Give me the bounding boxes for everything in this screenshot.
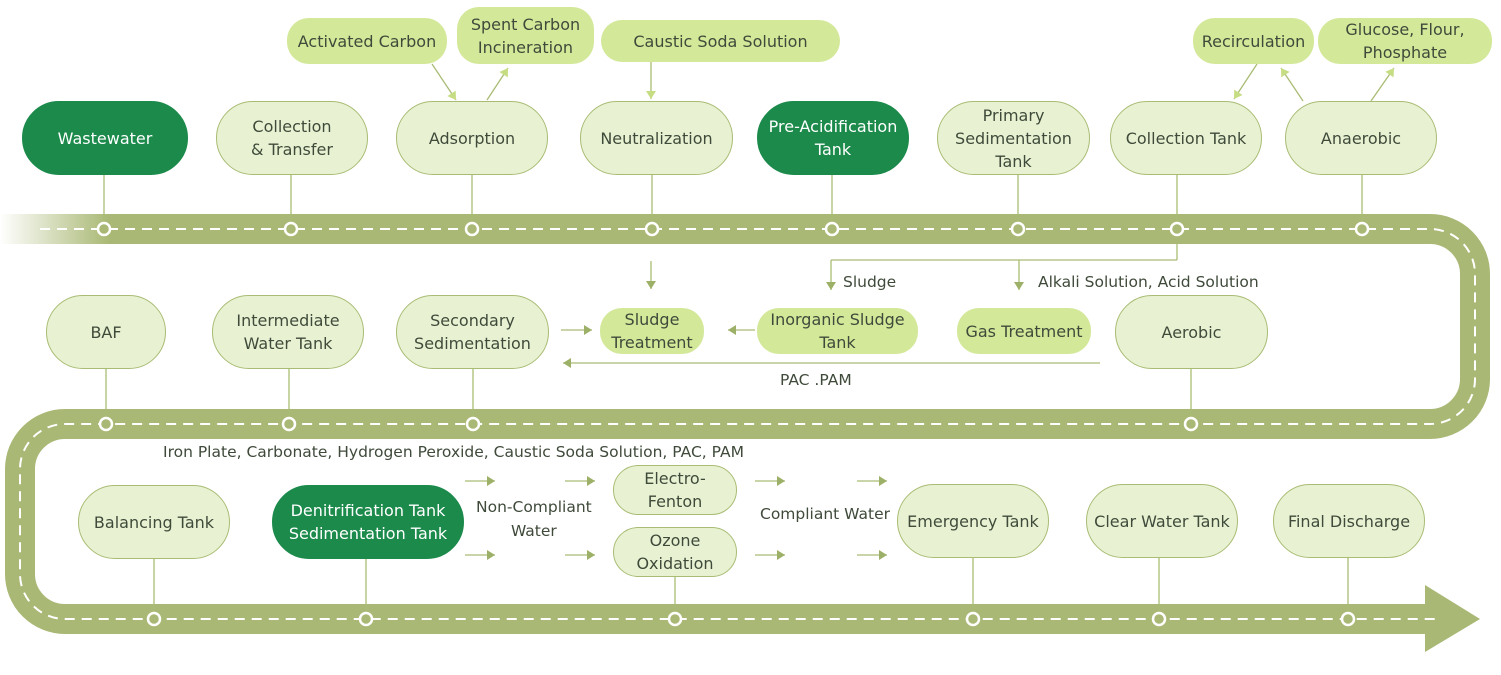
label-chemicals: Iron Plate, Carbonate, Hydrogen Peroxide… (163, 443, 744, 461)
timeline-marker (644, 221, 660, 237)
timeline-marker (146, 611, 162, 627)
arrow-caustic-soda-arrowhead (646, 91, 656, 99)
arrow-inorganic-to-sludge-arrowhead (728, 325, 736, 335)
node-anaerobic[interactable]: Anaerobic (1285, 101, 1437, 175)
sub-inorganic-sludge-tank[interactable]: Inorganic Sludge Tank (757, 308, 918, 354)
timeline-marker (667, 611, 683, 627)
arrow-nc-3-arrowhead (487, 550, 495, 560)
input-recirculation[interactable]: Recirculation (1193, 18, 1314, 64)
arrow-nc-4-arrowhead (587, 550, 595, 560)
timeline-marker (465, 416, 481, 432)
timeline-marker (283, 221, 299, 237)
node-intermediate-water-tank[interactable]: Intermediate Water Tank (212, 295, 364, 369)
arrow-nc-1-arrowhead (487, 476, 495, 486)
timeline-marker (464, 221, 480, 237)
timeline-marker (358, 611, 374, 627)
node-electro-fenton[interactable]: Electro- Fenton (613, 465, 737, 515)
timeline-marker (1183, 416, 1199, 432)
sub-sludge-treatment[interactable]: Sludge Treatment (600, 308, 704, 354)
road-centerline (19, 228, 1476, 620)
node-final-discharge[interactable]: Final Discharge (1273, 484, 1425, 558)
label-pac-pam: PAC .PAM (780, 371, 852, 389)
arrow-recirculation-out-arrowhead (1281, 68, 1290, 78)
input-caustic-soda[interactable]: Caustic Soda Solution (601, 20, 840, 62)
node-ozone-oxidation[interactable]: Ozone Oxidation (613, 527, 737, 577)
node-primary-sedimentation[interactable]: Primary Sedimentation Tank (937, 101, 1090, 175)
label-sludge: Sludge (843, 273, 897, 291)
label-alkali-acid: Alkali Solution, Acid Solution (1038, 273, 1259, 291)
node-wastewater[interactable]: Wastewater (22, 101, 188, 175)
node-denitrification-sedimentation[interactable]: Denitrification Tank Sedimentation Tank (272, 485, 464, 559)
label-compliant-water: Compliant Water (760, 505, 891, 523)
road-arrow-head (1425, 585, 1480, 652)
timeline-marker (98, 416, 114, 432)
node-adsorption[interactable]: Adsorption (396, 101, 548, 175)
arrow-c-1-arrowhead (777, 476, 785, 486)
input-activated-carbon[interactable]: Activated Carbon (287, 18, 447, 64)
arrow-glucose-arrowhead (1385, 68, 1394, 78)
arrow-spent-carbon-arrowhead (499, 68, 508, 78)
node-aerobic[interactable]: Aerobic (1115, 295, 1268, 369)
label-non-compliant-water: Non-Compliant Water (476, 498, 592, 540)
arrow-c-4-arrowhead (879, 550, 887, 560)
node-collection-tank[interactable]: Collection Tank (1110, 101, 1262, 175)
arrow-nc-2-arrowhead (587, 476, 595, 486)
arrow-sludge-arrowhead (826, 282, 836, 290)
timeline-marker (1354, 221, 1370, 237)
arrow-c-2-arrowhead (879, 476, 887, 486)
arrow-sec-sed-to-sludge-arrowhead (584, 325, 592, 335)
timeline-marker (1010, 221, 1026, 237)
arrow-alkali-acid-arrowhead (1014, 282, 1024, 290)
input-glucose-flour-phosphate[interactable]: Glucose, Flour, Phosphate (1318, 18, 1492, 64)
timeline-marker (1340, 611, 1356, 627)
input-spent-carbon-incineration[interactable]: Spent Carbon Incineration (457, 7, 594, 64)
arrow-pac-pam-arrowhead (563, 358, 571, 368)
timeline-marker (824, 221, 840, 237)
timeline-marker (1151, 611, 1167, 627)
node-collection-transfer[interactable]: Collection & Transfer (216, 101, 368, 175)
timeline-marker (96, 221, 112, 237)
timeline-marker (281, 416, 297, 432)
timeline-marker (1169, 221, 1185, 237)
node-pre-acidification[interactable]: Pre-Acidification Tank (757, 101, 909, 175)
timeline-marker (965, 611, 981, 627)
node-neutralization[interactable]: Neutralization (580, 101, 733, 175)
sub-gas-treatment[interactable]: Gas Treatment (957, 308, 1091, 354)
arrow-activated-carbon-arrowhead (447, 90, 456, 100)
arrow-c-3-arrowhead (777, 550, 785, 560)
node-clear-water-tank[interactable]: Clear Water Tank (1086, 484, 1238, 558)
arrow-to-sludge-treatment-arrowhead (646, 281, 656, 289)
node-balancing-tank[interactable]: Balancing Tank (78, 485, 230, 559)
node-secondary-sedimentation[interactable]: Secondary Sedimentation (396, 295, 549, 369)
node-emergency-tank[interactable]: Emergency Tank (897, 484, 1049, 558)
node-baf[interactable]: BAF (46, 295, 166, 369)
arrow-recirculation-in-arrowhead (1234, 89, 1243, 99)
